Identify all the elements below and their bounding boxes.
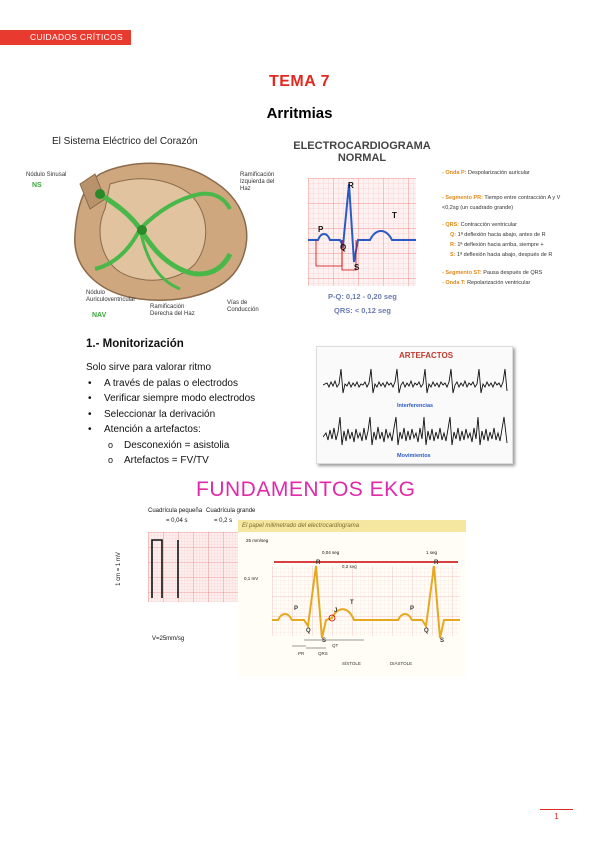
cuadricula-grande-label: Cuadrícula grande [206,508,256,514]
nav-label: Nódulo Auriculoventricular [86,290,136,303]
ecg-pq-value: P-Q: 0,12 - 0,20 seg [328,292,397,301]
legend-item: - Onda T: Repolarización ventricular [442,280,531,286]
fundamentos-mv: 0,1 mV [244,576,259,581]
heart-illustration [74,162,248,301]
ecg-legend: - Onda P: Despolarización auricular - Se… [442,170,584,310]
section-heading: 1.- Monitorización [86,338,184,350]
fund-int-qrs: QRS [318,651,328,656]
legend-item: - Segmento ST: Pausa después de QRS [442,270,543,276]
fundamentos-ecg-trace [272,561,460,649]
fund-wave-p1: P [294,606,299,612]
ns-label: Nódulo Sinusal [26,172,67,178]
millimetric-grid [148,532,238,602]
cuadricula-pequena-value: = 0,04 s [166,518,188,524]
intro-text: Solo sirve para valorar ritmo [86,362,212,373]
grid-speed-label: V=25mm/sg [152,636,185,642]
ecg-wave-p: P [318,225,324,234]
fundamentos-grid-figure: Cuadrícula pequeña = 0,04 s Cuadrícula g… [116,506,255,646]
fundamentos-mm: 25 mm/seg [246,538,269,543]
tema-title: TEMA 7 [268,73,331,90]
page-number: 1 [540,809,573,821]
page-subtitle: Arritmias [266,105,333,122]
ecg-normal-trace [308,178,416,286]
ecg-qrs-value: QRS: < 0,12 seg [334,306,391,315]
ns-abbrev: NS [32,182,42,189]
rli-label: Ramificación Izquierda del Haz [240,172,275,192]
ecg-wave-t: T [392,211,397,220]
fund-int-sistole: SÍSTOLE [342,661,361,666]
fundamentos-title: FUNDAMENTOS EKG [196,478,416,501]
artefactos-title: ARTEFACTOS [399,351,454,360]
heart-conduction-figure: El Sistema Eléctrico del Corazón Nódulo … [22,136,284,326]
fund-int-pr: PR [298,651,305,656]
fundamentos-t004: 0,04 seg [322,550,340,555]
fund-wave-j: J [334,608,338,614]
nav-abbrev: NAV [92,312,107,319]
fundamentos-ecg-figure: El papel milimetrado del electrocardiogr… [238,520,466,676]
course-header-tag: CUIDADOS CRÍTICOS [0,30,131,45]
ecg-wave-q: Q [340,243,347,252]
artefactos-caption-movimientos: Movimientos [397,453,431,459]
legend-item: S: 1ª deflexión hacia abajo, después de … [450,252,553,258]
artefactos-figure: ARTEFACTOS Interferencias Movimientos [316,346,513,464]
artefactos-trace-movimientos [323,416,508,446]
legend-item: R: 1ª deflexión hacia arriba, siempre + [450,242,544,248]
fundamentos-t1: 1 seg [426,550,438,555]
fund-int-qt: QT [332,643,339,648]
section-body: Solo sirve para valorar ritmo A través d… [86,360,255,469]
bullet-item: A través de palas o electrodos [86,376,255,392]
fund-wave-s1: S [322,638,327,644]
grid-ylabel: 1 cm = 1 mV [115,552,122,586]
rdh-label: Ramificación Derecha del Haz [150,304,195,317]
sub-bullet-item: Desconexión = asistolia [86,438,255,454]
sub-bullet-item: Artefactos = FV/TV [86,453,255,469]
fund-wave-r1: R [316,560,321,566]
artefactos-trace-interferencias [323,368,508,394]
bullet-item: Atención a artefactos: [86,422,255,438]
legend-item: <0,2sg (un cuadrado grande) [442,205,514,211]
cuadricula-pequena-label: Cuadrícula pequeña [148,508,203,514]
fund-wave-r2: R [434,560,439,566]
fund-wave-q2: Q [424,628,429,634]
cuadricula-grande-value: = 0,2 s [214,518,233,524]
vias-label: Vías de Conducción [227,300,259,313]
legend-item: - Onda P: Despolarización auricular [442,170,530,176]
ecg-wave-s: S [354,263,360,272]
legend-item: - Segmento PR: Tiempo entre contracción … [442,195,561,201]
heart-figure-title: El Sistema Eléctrico del Corazón [52,136,198,147]
fund-int-diastole: DIÁSTOLE [390,661,413,666]
ecg-wave-r: R [348,181,354,190]
fund-wave-t: T [350,600,354,606]
legend-item: Q: 1ª deflexión hacia abajo, antes de R [450,232,546,238]
bullet-item: Verificar siempre modo electrodos [86,391,255,407]
fund-wave-s2: S [440,638,445,644]
ecg-normal-title: ELECTROCARDIOGRAMA NORMAL [293,140,431,164]
ecg-normal-figure: ELECTROCARDIOGRAMA NORMAL R P T Q S P-Q:… [288,140,584,320]
fundamentos-banner: El papel milimetrado del electrocardiogr… [238,520,466,532]
fund-wave-q1: Q [306,628,311,634]
artefactos-caption-interferencias: Interferencias [397,403,434,409]
fund-wave-p2: P [410,606,415,612]
legend-item: - QRS: Contracción ventricular [442,222,517,228]
bullet-item: Seleccionar la derivación [86,407,255,423]
